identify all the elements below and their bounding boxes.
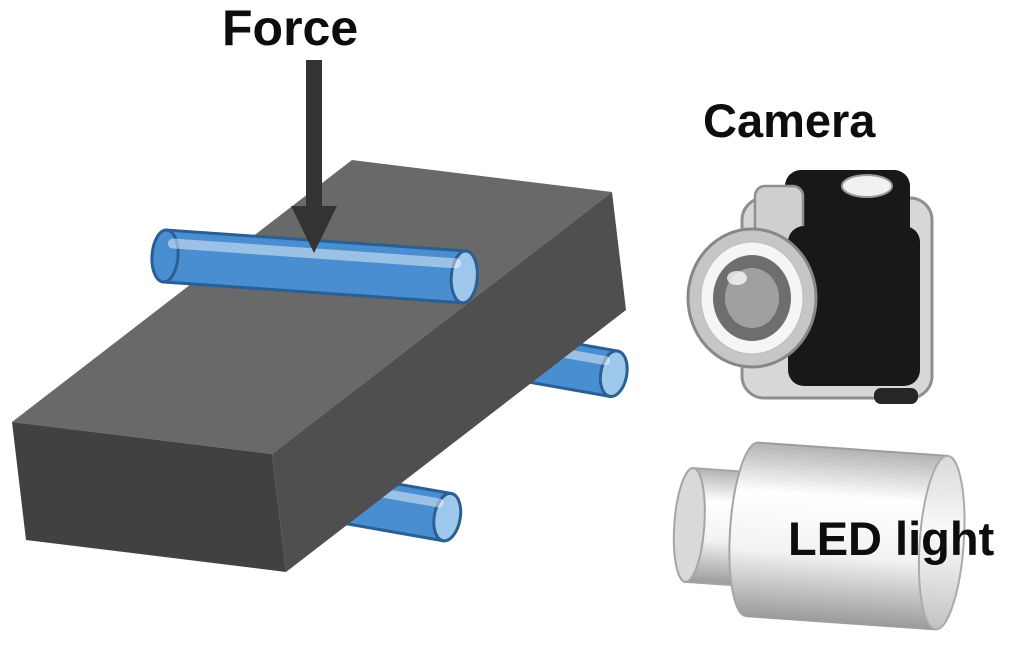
specimen-block (12, 160, 626, 572)
led-light-label: LED light (788, 512, 995, 565)
loading-roller-end-cap-icon (449, 249, 479, 305)
support-roller-right-end-cap-icon (598, 349, 629, 398)
loading-roller (150, 228, 479, 305)
led-snout-end-cap (672, 467, 706, 583)
camera-label: Camera (703, 94, 876, 147)
led-body-top-edge (758, 441, 948, 457)
led-body-bottom-edge (746, 615, 936, 631)
block-front-face (12, 422, 286, 572)
support-roller-bottom-end-cap-icon (432, 491, 463, 543)
block-side-face (272, 192, 626, 572)
camera-lens-glint (727, 271, 747, 285)
loading-roller-highlight (167, 238, 462, 269)
camera-front-panel (788, 226, 920, 386)
force-arrow-down-icon (291, 60, 337, 253)
block-top-face (12, 160, 612, 454)
camera-icon (686, 170, 934, 404)
force-label: Force (222, 0, 359, 56)
camera-foot (874, 388, 918, 404)
led-light-icon (672, 441, 966, 631)
camera-shutter-button-icon (841, 174, 893, 198)
led-body-end-cap (917, 454, 966, 631)
led-body (746, 442, 948, 630)
loading-roller-left-cap-icon (150, 228, 180, 284)
